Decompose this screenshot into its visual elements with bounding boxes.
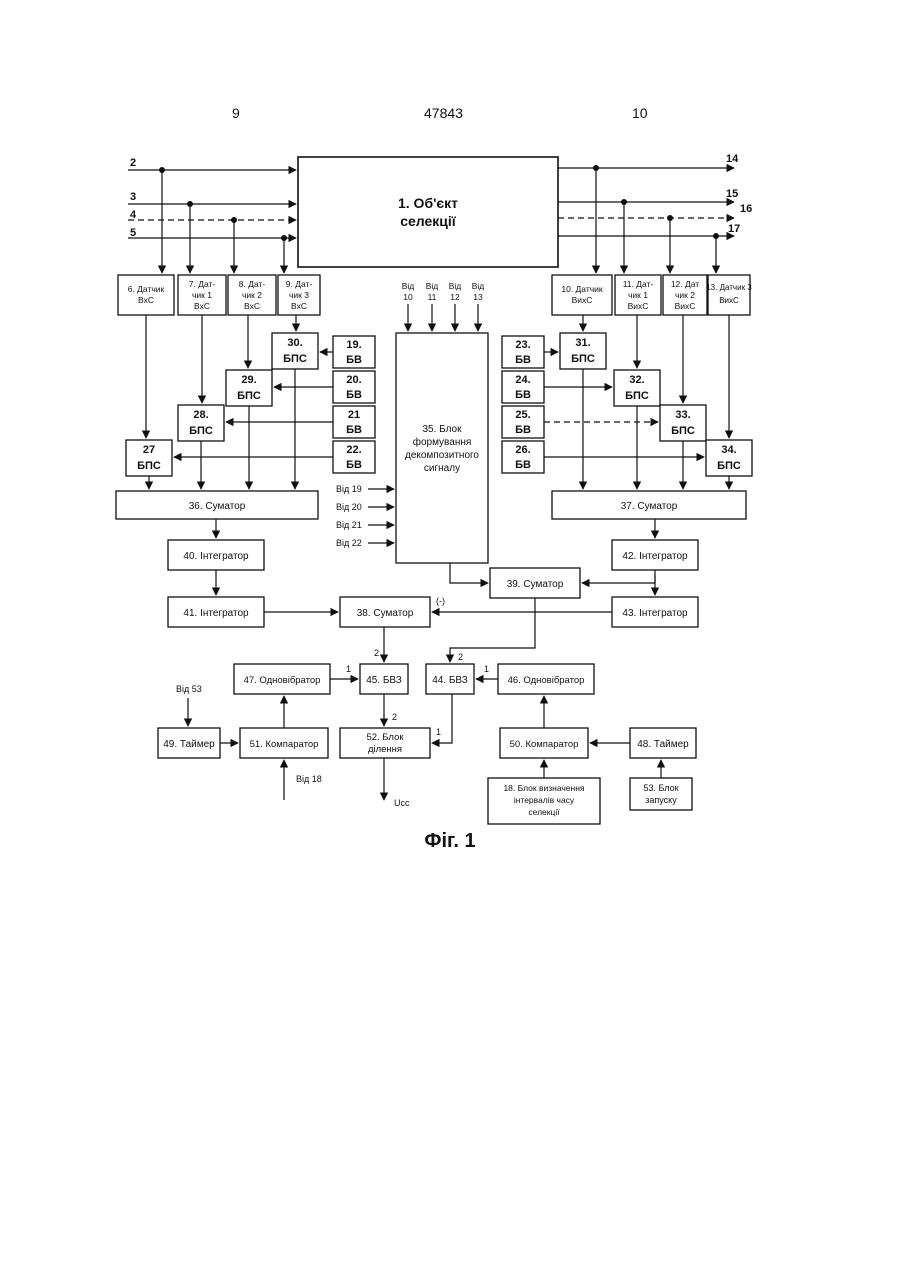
vid-19-label: Від 19 (336, 484, 362, 494)
block-38-label: 38. Суматор (357, 608, 414, 619)
input-2: 2 (130, 157, 136, 169)
block-36-label: 36. Суматор (189, 501, 246, 512)
input-3: 3 (130, 191, 136, 203)
ucc-label: Ucc (394, 798, 410, 808)
vid-53-label: Від 53 (176, 684, 202, 694)
block-44-label: 44. БВЗ (432, 675, 468, 686)
port-44-1: 1 (484, 664, 489, 674)
block-48-label: 48. Таймер (637, 739, 689, 750)
port-52-2: 2 (392, 712, 397, 722)
output-16: 16 (740, 203, 752, 215)
input-4: 4 (130, 209, 137, 221)
figure-caption: Фіг. 1 (0, 830, 900, 853)
block-41-label: 41. Інтегратор (183, 608, 249, 619)
vid-20-label: Від 20 (336, 502, 362, 512)
block-46-label: 46. Одновібратор (508, 675, 585, 686)
block-35 (396, 333, 488, 563)
block-42-label: 42. Інтегратор (622, 551, 688, 562)
block-47-label: 47. Одновібратор (244, 675, 321, 686)
block-1-object (298, 157, 558, 267)
vid-12-label: Від12 (449, 281, 462, 302)
vid-11-label: Від11 (426, 281, 439, 302)
vid-22-label: Від 22 (336, 538, 362, 548)
port-45-2: 2 (374, 648, 379, 658)
port-45-1: 1 (346, 664, 351, 674)
vid-18-label: Від 18 (296, 774, 322, 784)
minus-sign: (-) (436, 596, 445, 606)
port-52-1: 1 (436, 727, 441, 737)
block-13 (708, 275, 750, 315)
output-15: 15 (726, 188, 738, 200)
block-45-label: 45. БВЗ (366, 675, 402, 686)
vid-21-label: Від 21 (336, 520, 362, 530)
output-17: 17 (728, 223, 740, 235)
block-37-label: 37. Суматор (621, 501, 678, 512)
block-43-label: 43. Інтегратор (622, 608, 688, 619)
vid-10-label: Від10 (402, 281, 415, 302)
vid-13-label: Від13 (472, 281, 485, 302)
port-44-2: 2 (458, 652, 463, 662)
block-51-label: 51. Компаратор (250, 739, 319, 750)
input-5: 5 (130, 227, 136, 239)
block-39-label: 39. Суматор (507, 579, 564, 590)
block-52-label: 52. Блокділення (366, 732, 404, 755)
block-49-label: 49. Таймер (163, 739, 215, 750)
block-40-label: 40. Інтегратор (183, 551, 249, 562)
output-14: 14 (726, 153, 739, 165)
block-50-label: 50. Компаратор (510, 739, 579, 750)
